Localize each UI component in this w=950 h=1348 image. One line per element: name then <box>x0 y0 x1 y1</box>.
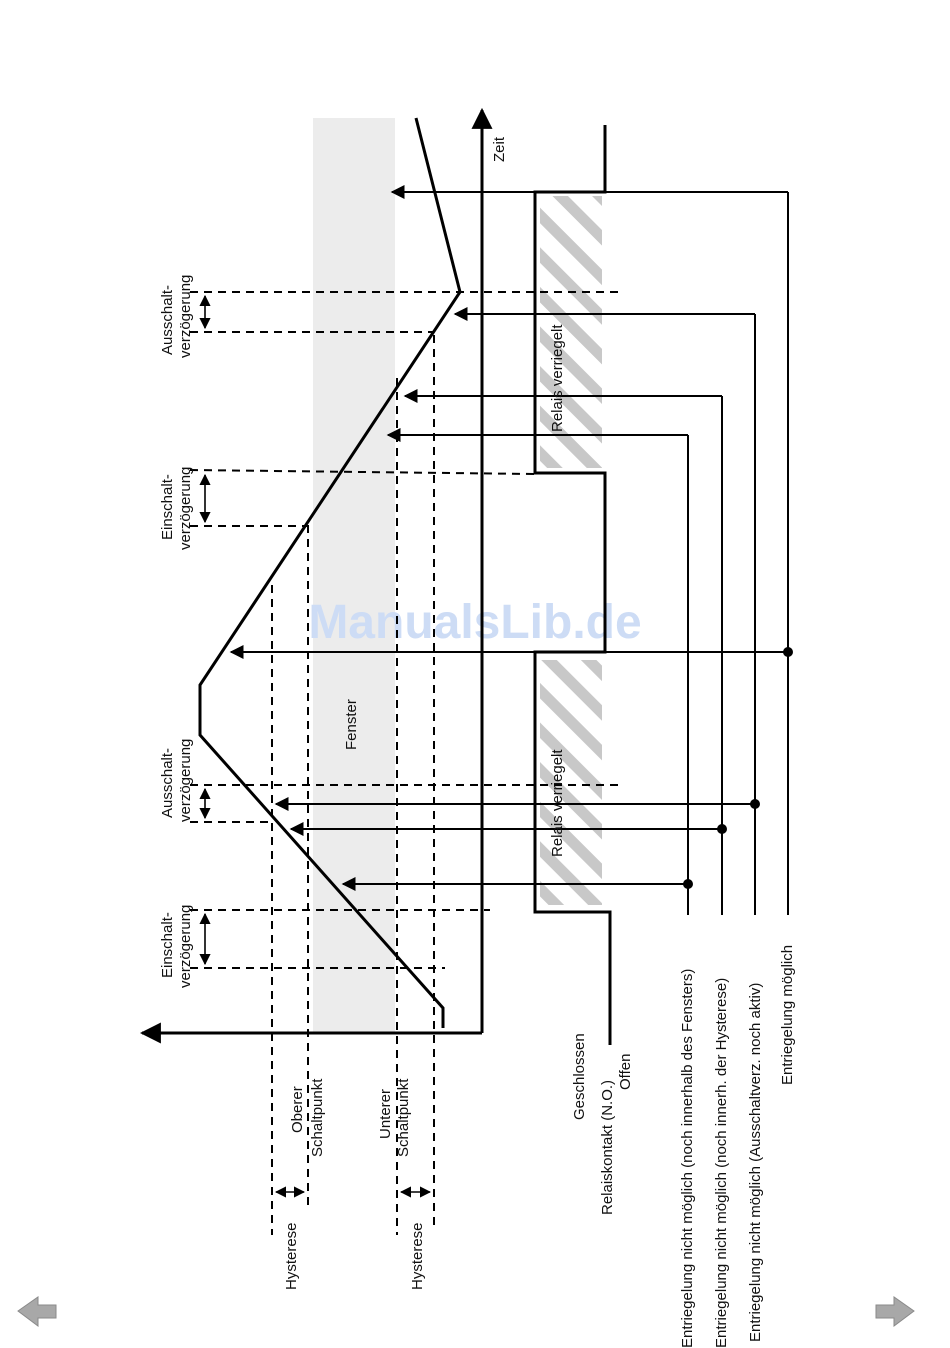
window-label: Fenster <box>343 699 360 750</box>
arrow-left-icon <box>17 1296 57 1327</box>
locked-hatch-2 <box>540 196 602 468</box>
lower-switchpoint-label-a: Unterer <box>377 1089 394 1139</box>
arrow-right-icon <box>875 1296 915 1327</box>
watermark: ManualsLib.de <box>308 596 641 649</box>
locked-label-1: Relais verriegelt <box>549 749 566 857</box>
upper-switchpoint-label-a: Oberer <box>289 1086 306 1133</box>
off-delay-label-2b: verzögerung <box>177 275 194 358</box>
prev-page-button[interactable] <box>17 1296 57 1327</box>
relay-contact-label: Relaiskontakt (N.O.) <box>599 1080 616 1215</box>
on-delay-label-1b: verzögerung <box>177 905 194 988</box>
locked-hatch-1 <box>540 660 602 905</box>
unlock-not-window-label: Entriegelung nicht möglich (noch innerha… <box>679 969 696 1348</box>
upper-switchpoint-label-b: Schaltpunkt <box>309 1078 326 1157</box>
open-label: Offen <box>617 1054 634 1090</box>
locked-label-2: Relais verriegelt <box>549 324 566 432</box>
unlock-possible-label: Entriegelung möglich <box>779 945 796 1085</box>
off-delay-label-1b: verzögerung <box>177 739 194 822</box>
unlock-not-hysteresis-label: Entriegelung nicht möglich (noch innerh.… <box>713 978 730 1348</box>
window-band <box>313 118 395 1033</box>
unlock-not-delay-label: Entriegelung nicht möglich (Ausschaltver… <box>747 983 764 1342</box>
on-delay-label-2b: verzögerung <box>177 467 194 550</box>
reference-lines <box>189 291 620 1235</box>
time-axis-label: Zeit <box>491 136 508 162</box>
on-delay-label-1a: Einschalt- <box>159 912 176 978</box>
next-page-button[interactable] <box>875 1296 915 1327</box>
off-delay-label-2a: Ausschalt- <box>159 285 176 355</box>
closed-label: Geschlossen <box>571 1033 588 1120</box>
signal-curve <box>198 117 462 1028</box>
labels: Zeit Fenster Relais verriegelt Relais ve… <box>159 136 796 1348</box>
axes <box>139 107 493 1044</box>
hysteresis-label-2: Hysterese <box>409 1222 426 1290</box>
on-delay-label-2a: Einschalt- <box>159 474 176 540</box>
off-delay-label-1a: Ausschalt- <box>159 748 176 818</box>
hysteresis-label-1: Hysterese <box>283 1222 300 1290</box>
lower-switchpoint-label-b: Schaltpunkt <box>395 1078 412 1157</box>
unlock-dots <box>683 647 793 889</box>
